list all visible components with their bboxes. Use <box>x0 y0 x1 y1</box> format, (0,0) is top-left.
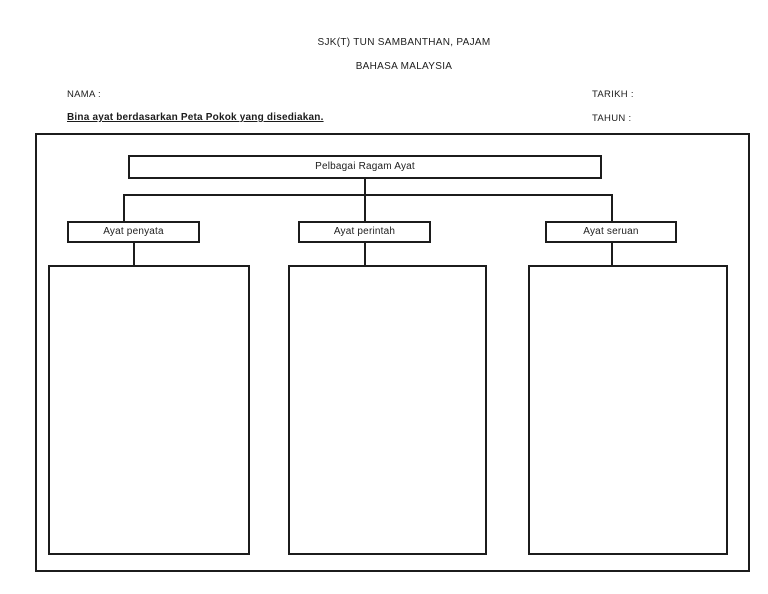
school-name: SJK(T) TUN SAMBANTHAN, PAJAM <box>317 37 491 48</box>
answer-box-ayat-seruan[interactable] <box>528 265 728 555</box>
connector-drop-center <box>364 194 366 221</box>
tree-map-frame: Pelbagai Ragam Ayat Ayat penyata Ayat pe… <box>35 133 750 572</box>
tarikh-value-area[interactable] <box>634 86 744 100</box>
branch-label-ayat-perintah: Ayat perintah <box>298 221 431 243</box>
instruction-text: Bina ayat berdasarkan Peta Pokok yang di… <box>67 112 324 123</box>
tree-root-box: Pelbagai Ragam Ayat <box>128 155 602 179</box>
branch-label-ayat-penyata: Ayat penyata <box>67 221 200 243</box>
subject-title: BAHASA MALAYSIA <box>355 61 453 72</box>
connector-horizontal-line <box>123 194 613 196</box>
tahun-label: TAHUN : <box>592 113 632 124</box>
branch-label-ayat-seruan: Ayat seruan <box>545 221 677 243</box>
connector-label-stub-left <box>133 243 135 265</box>
connector-label-stub-center <box>364 243 366 265</box>
nama-label: NAMA : <box>67 89 102 100</box>
nama-value-area[interactable] <box>110 86 550 100</box>
connector-label-stub-right <box>611 243 613 265</box>
answer-box-ayat-perintah[interactable] <box>288 265 487 555</box>
connector-drop-right <box>611 194 613 221</box>
tahun-value-area[interactable] <box>634 110 744 124</box>
connector-root-stub <box>364 179 366 194</box>
tarikh-label: TARIKH : <box>592 89 634 100</box>
connector-drop-left <box>123 194 125 221</box>
answer-box-ayat-penyata[interactable] <box>48 265 250 555</box>
